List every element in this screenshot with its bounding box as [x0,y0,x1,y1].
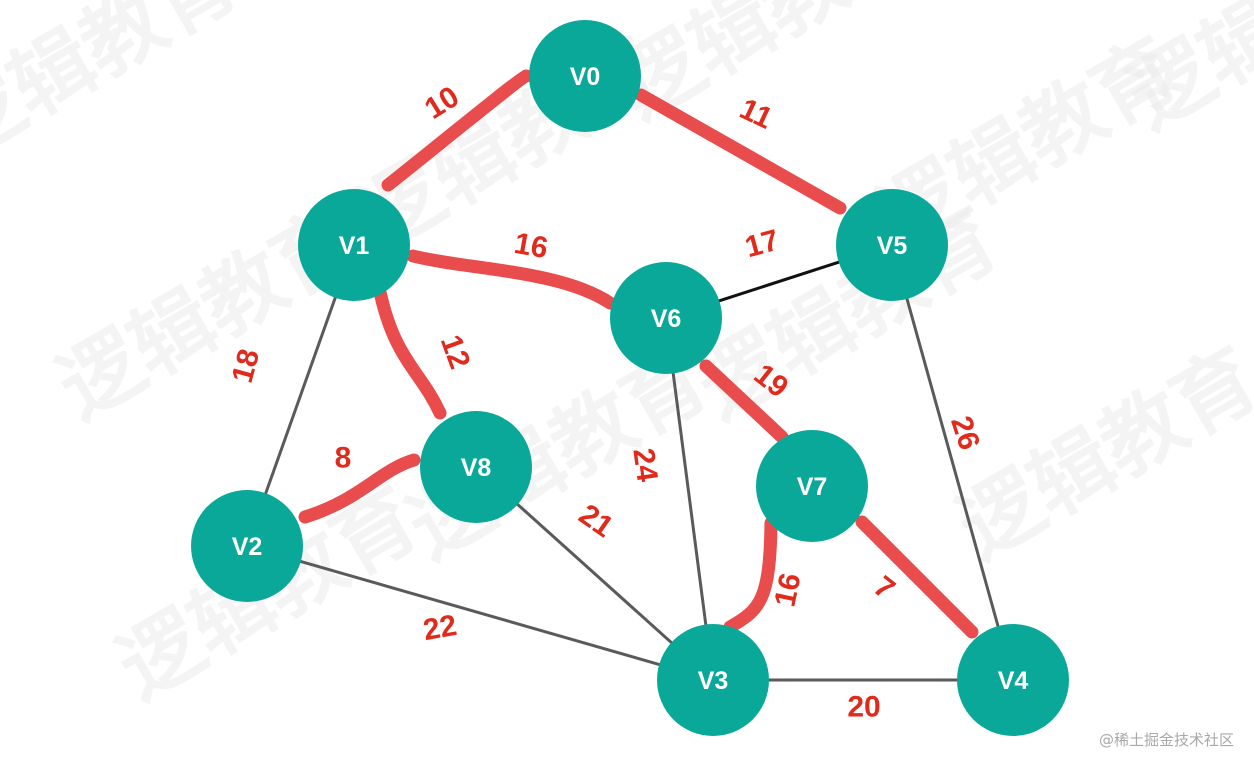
edge-weight-v2-v3: 22 [421,609,460,647]
edge-v6-v7 [699,359,789,444]
edge-weight-v0-v5: 11 [735,92,778,135]
node-label: V4 [998,667,1029,695]
edge-v6-v3 [671,371,708,627]
node-label: V3 [698,667,729,695]
node-circle [529,20,641,132]
node-v1: V1 [298,189,410,301]
edge-v5-v4 [905,296,1000,629]
edge-weight-v7-v3: 16 [768,570,807,610]
edge-v2-v8 [298,453,421,524]
edge-weight-v3-v4: 20 [847,691,880,724]
edge-weight-v1-v6: 16 [512,227,551,265]
credit-text: @稀土掘金技术社区 [1098,731,1234,749]
edge-v5-v6 [716,260,842,303]
node-circle [957,624,1069,736]
node-v2: V2 [191,490,303,602]
node-label: V0 [570,63,601,91]
node-label: V7 [797,473,828,501]
node-v6: V6 [610,262,722,374]
edge-v1-v2 [263,295,338,496]
watermark-text: 逻辑教育 [943,331,1254,577]
edge-weight-v2-v8: 8 [335,442,352,475]
edge-v8-v3 [515,501,674,646]
node-v0: V0 [529,20,641,132]
edge-weight-v7-v4: 7 [867,570,900,606]
edge-weight-v1-v2: 18 [226,346,267,387]
node-v3: V3 [657,624,769,736]
edges-layer [263,260,1000,682]
node-circle [756,430,868,542]
node-label: V1 [339,232,370,260]
edge-v0-v1 [381,69,533,192]
node-label: V5 [877,232,908,260]
edge-weight-v8-v3: 21 [573,498,619,544]
node-v8: V8 [420,411,532,523]
node-v7: V7 [756,430,868,542]
edge-v1-v8 [373,285,447,420]
edge-v7-v4 [855,515,979,639]
edge-weight-v5-v4: 26 [944,412,986,454]
node-circle [420,411,532,523]
node-circle [298,189,410,301]
node-circle [191,490,303,602]
edge-v7-v3 [723,516,778,634]
node-circle [836,189,948,301]
node-v4: V4 [957,624,1069,736]
node-circle [610,262,722,374]
edge-v0-v5 [634,88,847,215]
node-label: V8 [461,454,492,482]
edge-v1-v6 [406,249,617,310]
edge-v2-v3 [298,559,662,667]
edge-weight-v5-v6: 17 [742,224,783,265]
edge-weight-v1-v8: 12 [434,331,476,374]
highlighted-edges-layer [298,69,979,639]
node-label: V6 [651,305,682,333]
node-label: V2 [232,533,263,561]
node-v5: V5 [836,189,948,301]
edge-weight-v6-v3: 24 [626,446,663,484]
node-circle [657,624,769,736]
watermark-text: 逻辑教育 [0,0,254,177]
